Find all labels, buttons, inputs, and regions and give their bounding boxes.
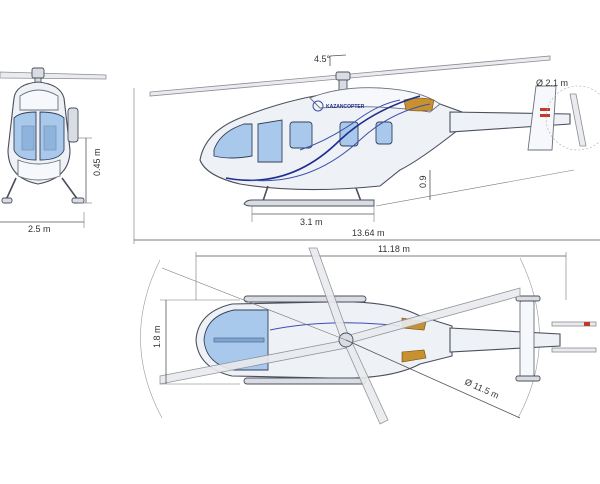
tail-rotor-diameter-label: Ø 2.1 m: [536, 78, 568, 88]
front-skid-left: [1, 197, 13, 204]
front-main-rotor-blade: [0, 71, 107, 80]
top-skid-lower: [243, 377, 367, 385]
fuselage-length-label: 11.18 m: [378, 244, 410, 254]
fuselage-width-label: 1.8 m: [152, 325, 162, 348]
front-windscreen-frame: [21, 125, 57, 151]
top-rotor-disc-arc-left: [140, 259, 163, 419]
side-cabin-window-1: [289, 121, 313, 149]
top-cockpit-frame: [213, 337, 265, 343]
front-engine-cowl: [19, 89, 59, 111]
side-tail-rotor-blade: [569, 93, 587, 147]
top-tail-boom: [449, 327, 561, 353]
tilt-ref-line-2: [329, 54, 347, 57]
front-windscreen-left: [13, 111, 37, 161]
top-livery-stripe: [269, 322, 401, 331]
side-tail-rotor-disc: [545, 85, 600, 151]
side-livery-stripe-3: [299, 99, 401, 151]
top-stabilizer: [519, 299, 535, 381]
side-cockpit-door-window: [257, 119, 283, 163]
front-rotor-hub: [31, 67, 45, 79]
side-view: 4.5° Ø 2.1 m KAZANCOPTER: [133, 54, 600, 244]
side-vertical-fin: [527, 85, 557, 151]
rotor-sweep-line: [161, 267, 347, 341]
side-fin-marking-2: [540, 114, 550, 117]
front-width-label: 2.5 m: [28, 224, 51, 234]
front-windscreen-right: [39, 111, 65, 161]
side-fin-marking: [540, 108, 550, 111]
side-skid: [243, 199, 375, 207]
side-rotor-hub: [335, 71, 351, 81]
side-logo-emblem: [312, 100, 324, 112]
side-windscreen: [213, 123, 253, 159]
top-engine-intake-lower: [401, 349, 427, 363]
front-skid-right: [71, 197, 85, 204]
rotor-diameter-dim-line: [345, 339, 521, 419]
front-height-label: 0.45 m: [92, 148, 102, 176]
tail-clearance-ground-line: [375, 169, 575, 207]
skid-length-label: 3.1 m: [300, 217, 323, 227]
rotor-diameter-label: Ø 11.5 m: [463, 377, 500, 401]
top-tail-rotor-blade-2: [551, 347, 597, 353]
total-length-label: 13.64 m: [352, 228, 385, 238]
top-view: 11.18 m Ø 11.5 m: [140, 244, 597, 425]
front-side-window: [67, 107, 79, 143]
front-nose: [17, 159, 61, 181]
top-tail-rotor-blade: [551, 321, 597, 327]
front-skid-strut-right: [61, 177, 79, 201]
side-livery-text: KAZANCOPTER: [326, 104, 365, 110]
front-skid-strut-left: [5, 177, 17, 201]
top-stabilizer-endplate-bottom: [515, 375, 541, 382]
side-livery-stripe-1: [225, 95, 421, 182]
side-livery-stripe-2: [249, 103, 431, 182]
top-skid-upper: [243, 295, 367, 303]
rotor-tilt-label: 4.5°: [314, 54, 331, 64]
front-view: 0.45 m 2.5 m: [0, 67, 107, 234]
top-tail-rotor-tip: [584, 322, 590, 326]
tail-clearance-label: 0.9: [418, 175, 428, 188]
top-stabilizer-endplate-top: [515, 295, 541, 302]
